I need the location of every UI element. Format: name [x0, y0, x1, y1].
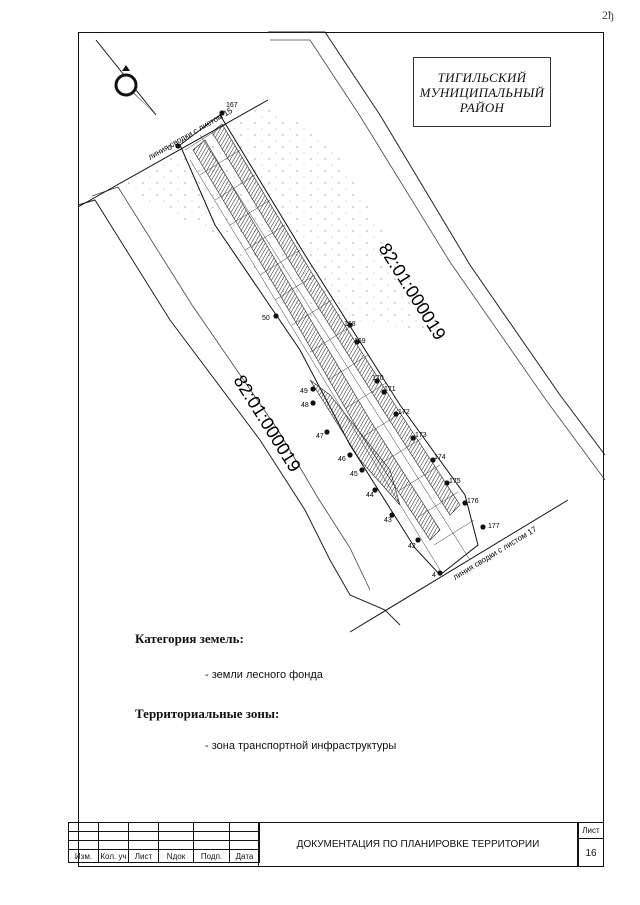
cadastral-block-right-outline [268, 31, 606, 456]
label-171: 171 [384, 386, 396, 393]
label-174: 174 [434, 454, 446, 461]
sheet-number: 16 [578, 838, 604, 867]
label-50: 50 [262, 315, 270, 322]
label-167: 167 [226, 102, 238, 109]
point-173 [410, 435, 416, 441]
point-175 [444, 480, 450, 486]
label-49: 49 [300, 388, 308, 395]
revision-table: Изм. Кол. уч Лист Nдок Подп. Дата [68, 822, 260, 863]
point-labels: 167 5 50 49 48 47 46 45 44 43 42 4 168 1… [168, 102, 500, 579]
point-169 [354, 339, 360, 345]
cadastral-block-left-inner [91, 186, 371, 591]
point-47 [324, 429, 330, 435]
link-label-bottom: линия сводки с листом 17 [451, 524, 538, 581]
title-block: Изм. Кол. уч Лист Nдок Подп. Дата ДОКУМЕ… [68, 822, 604, 867]
point-50 [273, 313, 279, 319]
col-izm: Изм. [68, 849, 99, 863]
corridor-outer-boundary [179, 114, 479, 576]
col-data: Дата [229, 849, 260, 863]
point-49 [310, 386, 316, 392]
label-177: 177 [488, 523, 500, 530]
point-176 [462, 500, 468, 506]
land-category-item: - земли лесного фонда [205, 669, 323, 681]
point-43 [389, 512, 395, 518]
point-44 [372, 487, 378, 493]
hatched-wedge-lower [309, 379, 401, 506]
label-48: 48 [301, 402, 309, 409]
corner-handwritten-mark: 2ђ [602, 8, 614, 22]
label-5: 5 [168, 145, 172, 152]
label-175: 175 [449, 478, 461, 485]
document-title: ДОКУМЕНТАЦИЯ ПО ПЛАНИРОВКЕ ТЕРРИТОРИИ [258, 822, 578, 867]
label-4: 4 [432, 572, 436, 579]
label-46: 46 [338, 456, 346, 463]
north-arrow-icon [95, 39, 157, 116]
cadastral-number-left: 82:01:000019 [230, 372, 305, 476]
district-name-box: ТИГИЛЬСКИЙ МУНИЦИПАЛЬНЫЙ РАЙОН [413, 57, 551, 127]
col-kol: Кол. уч [98, 849, 129, 863]
col-podp: Подп. [193, 849, 230, 863]
point-177 [480, 524, 486, 530]
point-45 [359, 467, 365, 473]
cadastral-block-right-inner [270, 39, 606, 481]
hatched-strip-right [211, 123, 461, 516]
label-169: 169 [354, 338, 366, 345]
label-42: 42 [408, 543, 416, 550]
point-48 [310, 400, 316, 406]
link-line-top [77, 99, 269, 208]
label-170: 170 [372, 375, 384, 382]
link-line-bottom [349, 499, 569, 633]
cadastral-block-left-outline [77, 199, 401, 626]
dotted-forest-area [120, 105, 440, 330]
label-43: 43 [384, 517, 392, 524]
label-44: 44 [366, 492, 374, 499]
corridor-grid [184, 124, 475, 571]
point-46 [347, 452, 353, 458]
label-168: 168 [344, 321, 356, 328]
label-47: 47 [316, 433, 324, 440]
point-168 [347, 322, 353, 328]
district-name: ТИГИЛЬСКИЙ МУНИЦИПАЛЬНЫЙ РАЙОН [419, 69, 545, 115]
label-172: 172 [398, 409, 410, 416]
zones-item: - зона транспортной инфраструктуры [205, 740, 397, 752]
sheet-label: Лист [578, 822, 604, 839]
col-list: Лист [128, 849, 159, 863]
point-174 [430, 457, 436, 463]
zones-heading: Территориальные зоны: [135, 706, 280, 721]
label-176: 176 [467, 498, 479, 505]
point-4 [437, 570, 443, 576]
label-173: 173 [415, 432, 427, 439]
col-ndok: Nдок [158, 849, 194, 863]
label-45: 45 [350, 471, 358, 478]
land-category-heading: Категория земель: [135, 631, 244, 646]
point-172 [393, 411, 399, 417]
survey-points [175, 110, 486, 576]
point-170 [374, 378, 380, 384]
point-167 [219, 110, 225, 116]
point-5 [175, 143, 181, 149]
point-42 [415, 537, 421, 543]
point-171 [381, 389, 387, 395]
